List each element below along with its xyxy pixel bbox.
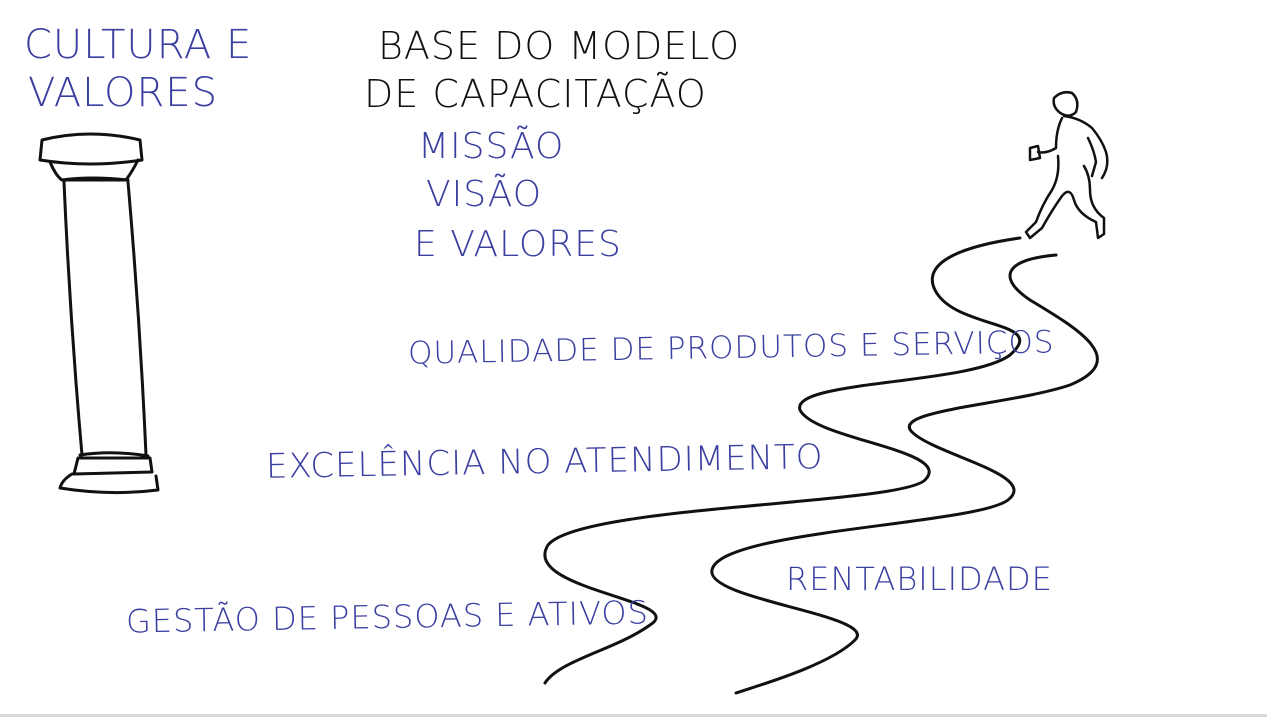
winding-road-icon <box>543 236 1099 695</box>
main-title-line2: DE CAPACITAÇÃO <box>364 72 707 116</box>
pillar-title-line2: VALORES <box>28 70 218 116</box>
label-profitability: RENTABILIDADE <box>786 560 1053 598</box>
values-line: E VALORES <box>414 224 622 265</box>
column-icon <box>38 132 160 495</box>
walking-person-icon <box>1024 90 1109 240</box>
vision-line: VISÃO <box>426 174 543 215</box>
main-title-line1: BASE DO MODELO <box>378 24 741 68</box>
mission-line: MISSÃO <box>418 126 565 167</box>
bottom-border <box>0 714 1267 717</box>
pillar-title-line1: CULTURA E <box>24 22 253 68</box>
